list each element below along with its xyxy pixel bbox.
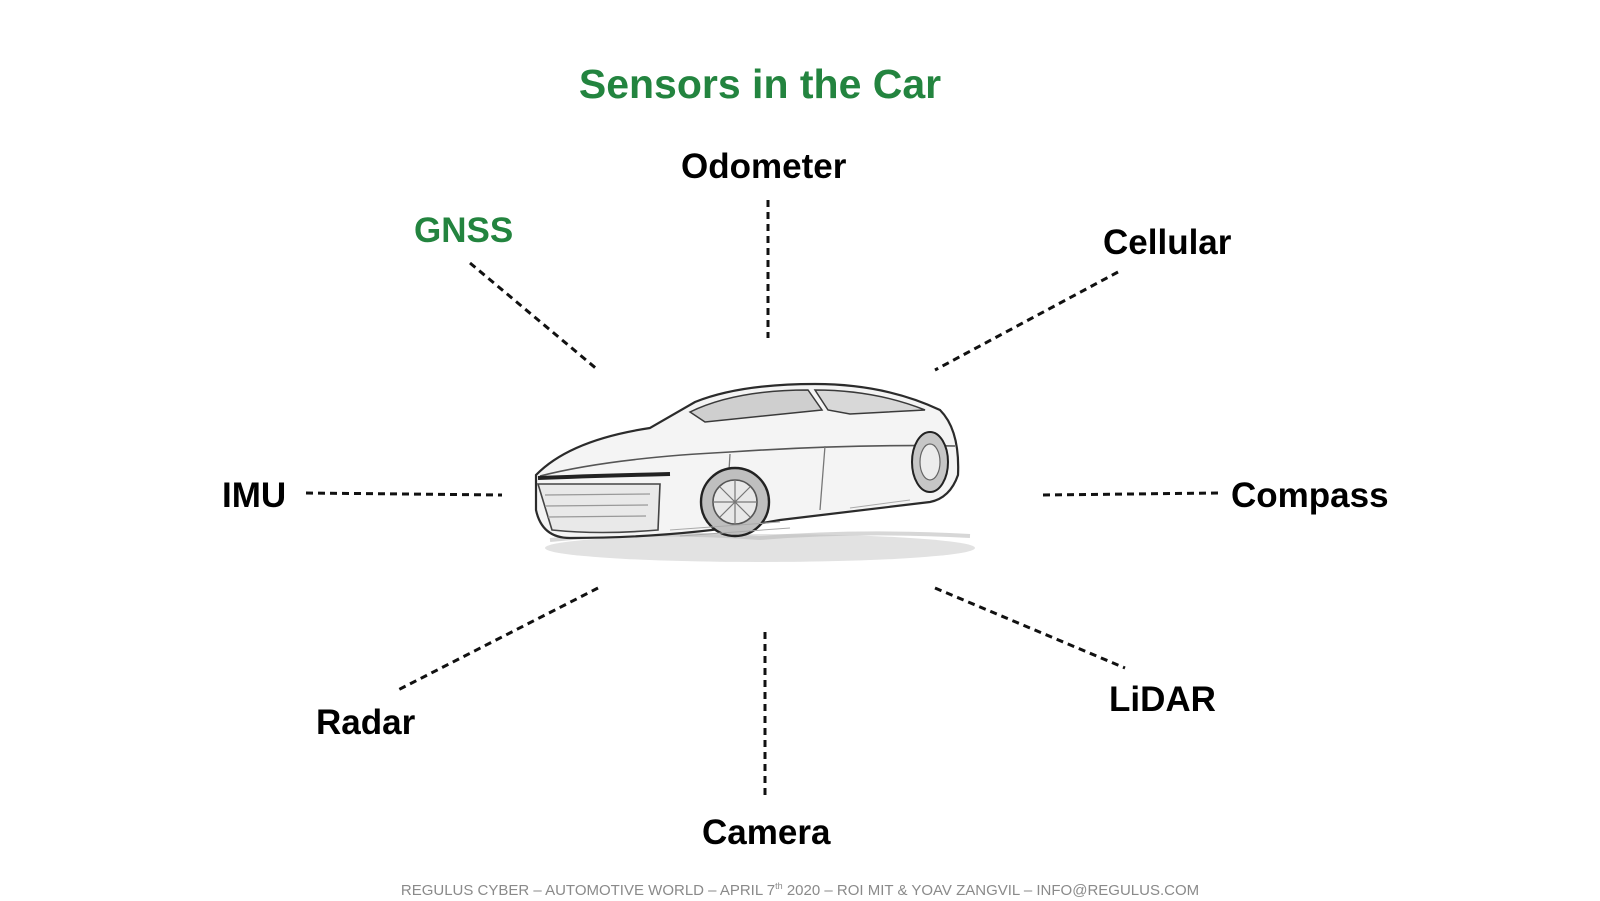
sensor-label-odometer: Odometer xyxy=(681,147,847,186)
connector-gnss xyxy=(469,261,599,372)
sensor-label-lidar: LiDAR xyxy=(1109,680,1216,719)
sensor-label-camera: Camera xyxy=(702,813,831,852)
connector-cellular xyxy=(934,270,1119,372)
sensor-label-imu: IMU xyxy=(222,476,287,515)
car-sketch-image xyxy=(534,382,975,562)
footer-text-start: REGULUS CYBER – AUTOMOTIVE WORLD – APRIL… xyxy=(400,882,776,899)
connector-lidar xyxy=(934,586,1126,670)
sensor-label-cellular: Cellular xyxy=(1103,223,1232,262)
connector-radar xyxy=(397,586,599,692)
footer-credits: REGULUS CYBER – AUTOMOTIVE WORLD – APRIL… xyxy=(0,876,1600,901)
sensor-label-gnss: GNSS xyxy=(414,211,514,250)
footer-superscript: th xyxy=(775,881,783,891)
connector-compass xyxy=(1042,491,1219,497)
footer-text-end: 2020 – ROI MIT & YOAV ZANGVIL – INFO@REG… xyxy=(782,882,1200,899)
slide-title: Sensors in the Car xyxy=(578,61,942,107)
connector-imu xyxy=(305,491,503,497)
sensor-label-radar: Radar xyxy=(316,703,416,742)
sensor-label-compass: Compass xyxy=(1231,476,1389,515)
